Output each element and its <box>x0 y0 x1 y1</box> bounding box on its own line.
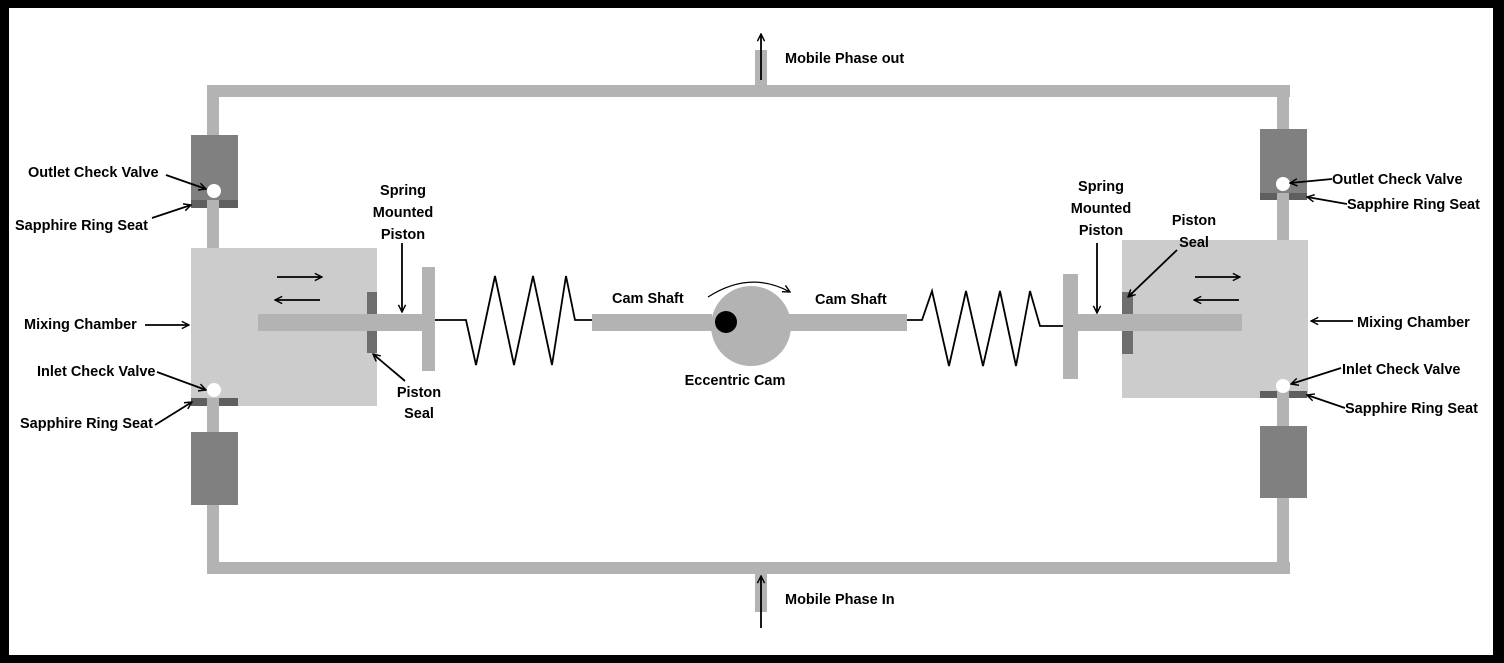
right-stroke-arrows-icon <box>1194 277 1240 300</box>
label-eccentric-cam: Eccentric Cam <box>685 373 786 389</box>
label-left-spring-1: Spring <box>380 183 426 199</box>
left-outlet-ball <box>207 184 221 198</box>
label-mobile-phase-out: Mobile Phase out <box>785 51 904 67</box>
left-piston-rod <box>258 314 428 331</box>
right-cam-shaft <box>789 314 907 331</box>
label-cam-shaft-right: Cam Shaft <box>815 292 887 308</box>
left-inlet-ball <box>207 383 221 397</box>
right-inlet-valve-body <box>1260 426 1307 498</box>
label-right-spring-1: Spring <box>1078 179 1124 195</box>
left-inlet-valve-body <box>191 432 238 505</box>
label-right-piston-seal-1: Piston <box>1172 213 1216 229</box>
label-right-outlet-check-valve: Outlet Check Valve <box>1332 172 1463 188</box>
label-right-piston-seal-2: Seal <box>1179 235 1209 251</box>
cam-pivot <box>715 311 737 333</box>
label-left-outlet-check-valve: Outlet Check Valve <box>28 165 159 181</box>
label-left-piston-seal-1: Piston <box>397 385 441 401</box>
label-left-sapphire-ring-seat-top: Sapphire Ring Seat <box>15 218 148 234</box>
right-piston-head <box>1063 274 1078 379</box>
label-mobile-phase-in: Mobile Phase In <box>785 592 895 608</box>
callout-arrows <box>145 174 1353 426</box>
label-right-mixing-chamber: Mixing Chamber <box>1357 315 1470 331</box>
left-stroke-arrows-icon <box>275 277 322 300</box>
label-left-sapphire-ring-seat-bottom: Sapphire Ring Seat <box>20 416 153 432</box>
label-left-inlet-check-valve: Inlet Check Valve <box>37 364 155 380</box>
label-left-spring-2: Mounted <box>373 205 433 221</box>
label-cam-shaft-left: Cam Shaft <box>612 291 684 307</box>
label-right-sapphire-ring-seat-top: Sapphire Ring Seat <box>1347 197 1480 213</box>
label-right-sapphire-ring-seat-bottom: Sapphire Ring Seat <box>1345 401 1478 417</box>
rotation-arrow-icon <box>707 281 790 298</box>
right-outlet-ball <box>1276 177 1290 191</box>
right-piston-rod <box>1078 314 1242 331</box>
label-right-spring-3: Piston <box>1079 223 1123 239</box>
left-cam-shaft <box>592 314 712 331</box>
right-spring <box>907 287 1063 367</box>
pipe-loop <box>207 50 1290 612</box>
label-right-inlet-check-valve: Inlet Check Valve <box>1342 362 1460 378</box>
left-piston-head <box>422 267 435 371</box>
left-spring <box>435 275 592 366</box>
right-inlet-ball <box>1276 379 1290 393</box>
eccentric-cam <box>711 286 791 366</box>
label-left-piston-seal-2: Seal <box>404 406 434 422</box>
label-left-spring-3: Piston <box>381 227 425 243</box>
label-left-mixing-chamber: Mixing Chamber <box>24 317 137 333</box>
label-right-spring-2: Mounted <box>1071 201 1131 217</box>
